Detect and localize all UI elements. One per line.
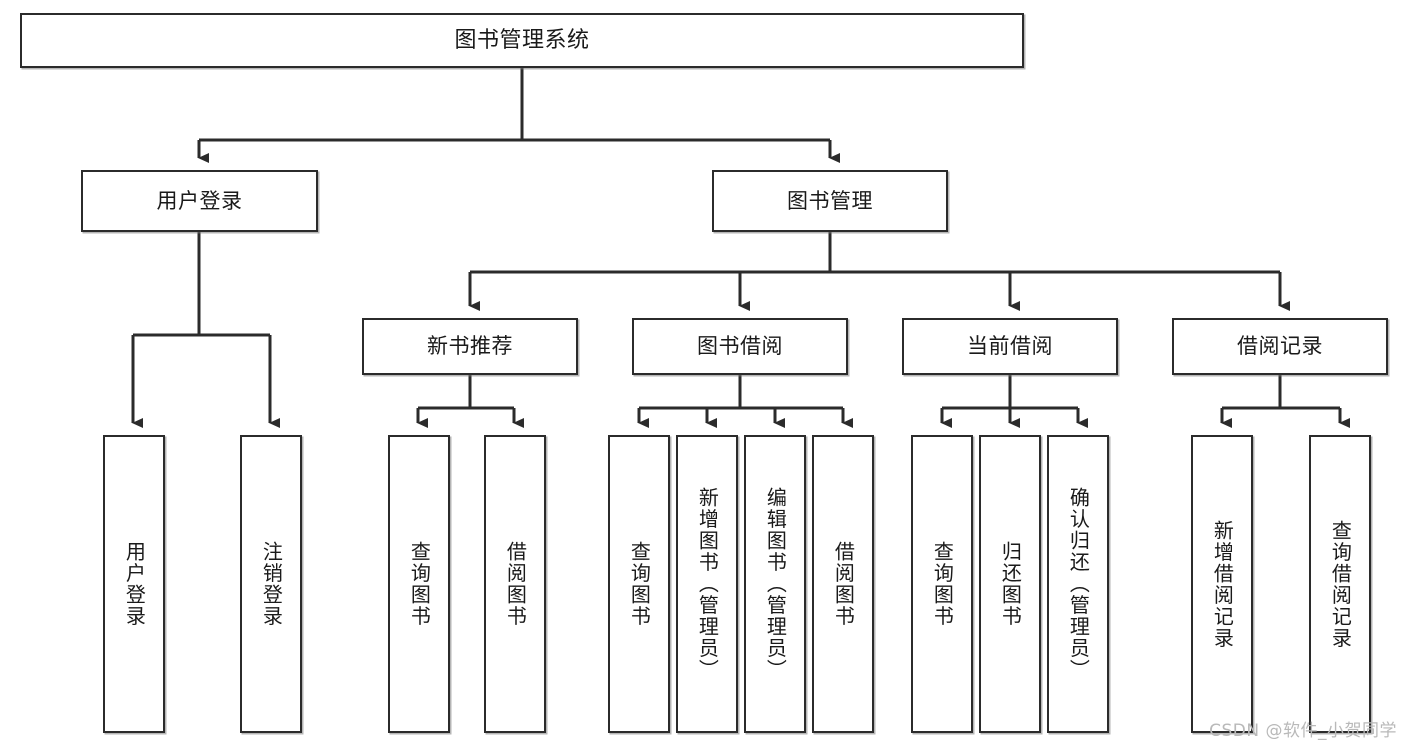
node-book-management-label: 图书管理	[787, 188, 873, 213]
leaf-query-book-current-label: 查询图书	[930, 541, 955, 627]
leaf-query-book-current[interactable]: 查询图书	[911, 435, 973, 733]
leaf-confirm-return-admin-label: 确认归还（管理员）	[1066, 487, 1091, 681]
leaf-borrow-book-newbook[interactable]: 借阅图书	[484, 435, 546, 733]
node-current-borrow-label: 当前借阅	[967, 334, 1053, 359]
node-user-login-label: 用户登录	[156, 188, 243, 213]
leaf-add-borrow-record[interactable]: 新增借阅记录	[1191, 435, 1253, 733]
node-new-book-recommend-label: 新书推荐	[427, 334, 513, 359]
node-user-login[interactable]: 用户登录	[81, 170, 318, 232]
leaf-edit-book-admin-label: 编辑图书（管理员）	[763, 487, 788, 681]
node-root-label: 图书管理系统	[454, 27, 590, 53]
leaf-query-book-borrow-label: 查询图书	[627, 541, 652, 627]
leaf-add-borrow-record-label: 新增借阅记录	[1210, 519, 1235, 649]
leaf-query-book-newbook-label: 查询图书	[407, 541, 432, 627]
leaf-borrow-book-newbook-label: 借阅图书	[503, 541, 528, 627]
node-new-book-recommend[interactable]: 新书推荐	[362, 318, 578, 375]
leaf-logout[interactable]: 注销登录	[240, 435, 302, 733]
leaf-borrow-book-label: 借阅图书	[831, 541, 856, 627]
node-root[interactable]: 图书管理系统	[20, 13, 1024, 68]
leaf-add-book-admin[interactable]: 新增图书（管理员）	[676, 435, 738, 733]
leaf-borrow-book[interactable]: 借阅图书	[812, 435, 874, 733]
node-book-management[interactable]: 图书管理	[712, 170, 948, 232]
leaf-add-book-admin-label: 新增图书（管理员）	[695, 487, 720, 681]
node-book-borrow-label: 图书借阅	[697, 334, 783, 359]
node-book-borrow[interactable]: 图书借阅	[632, 318, 848, 375]
leaf-logout-label: 注销登录	[259, 541, 284, 627]
leaf-query-book-borrow[interactable]: 查询图书	[608, 435, 670, 733]
leaf-return-book-label: 归还图书	[998, 541, 1023, 627]
leaf-confirm-return-admin[interactable]: 确认归还（管理员）	[1047, 435, 1109, 733]
leaf-query-borrow-record[interactable]: 查询借阅记录	[1309, 435, 1371, 733]
node-borrow-records-label: 借阅记录	[1237, 334, 1323, 359]
node-borrow-records[interactable]: 借阅记录	[1172, 318, 1388, 375]
leaf-query-borrow-record-label: 查询借阅记录	[1328, 519, 1353, 649]
leaf-user-login-label: 用户登录	[122, 541, 147, 627]
node-current-borrow[interactable]: 当前借阅	[902, 318, 1118, 375]
leaf-return-book[interactable]: 归还图书	[979, 435, 1041, 733]
csdn-watermark: CSDN @软件_小贺同学	[1209, 721, 1397, 741]
leaf-user-login[interactable]: 用户登录	[103, 435, 165, 733]
leaf-edit-book-admin[interactable]: 编辑图书（管理员）	[744, 435, 806, 733]
leaf-query-book-newbook[interactable]: 查询图书	[388, 435, 450, 733]
